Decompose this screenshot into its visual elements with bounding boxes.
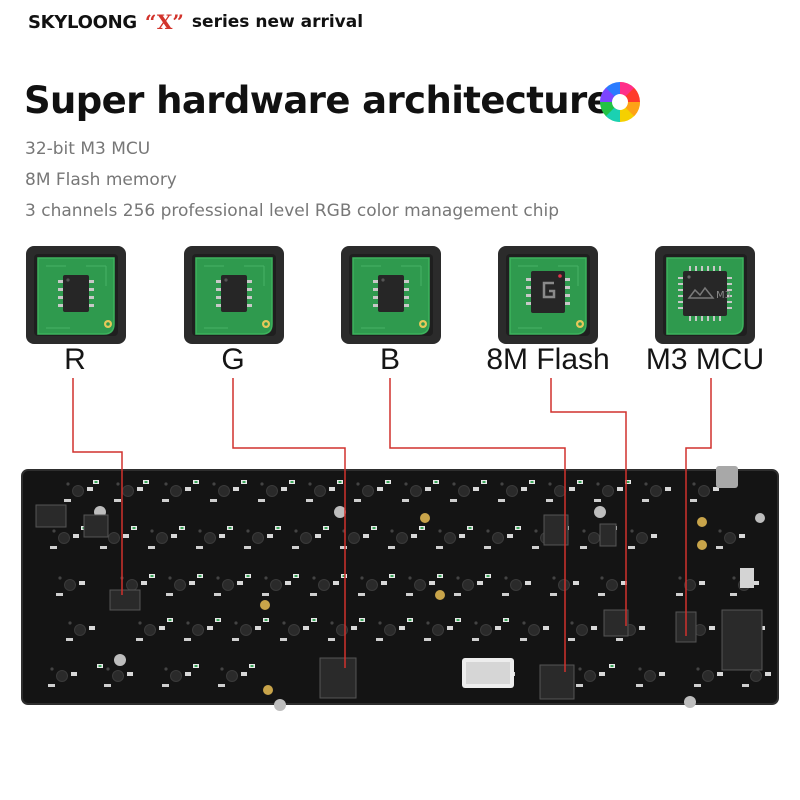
keyboard-pcb-image xyxy=(21,466,779,711)
brand-header: SKYLOONG “X” series new arrival xyxy=(28,10,363,34)
brand-series-mark: “X” xyxy=(144,10,184,34)
chip-label-flash: 8M Flash xyxy=(486,343,610,376)
brand-tagline: series new arrival xyxy=(191,12,364,32)
rgb-color-wheel-icon xyxy=(600,82,640,122)
pcb-connector xyxy=(716,466,738,488)
chip-label-b: B xyxy=(379,343,400,376)
mcu-mark: M3 xyxy=(716,290,731,301)
chip-label-g: G xyxy=(221,343,245,376)
spec-flash: 8M Flash memory xyxy=(25,170,177,190)
page-title: Super hardware architecture xyxy=(24,79,612,122)
brand-logo: SKYLOONG xyxy=(28,11,137,33)
b-channel-chip-icon xyxy=(341,246,441,344)
chip-label-mcu: M3 MCU xyxy=(645,343,765,376)
g-channel-chip-icon xyxy=(184,246,284,344)
flash-memory-chip-icon xyxy=(498,246,598,344)
r-channel-chip-icon xyxy=(26,246,126,344)
mcu-chip-icon: M3 xyxy=(655,246,755,344)
spec-rgb-chip: 3 channels 256 professional level RGB co… xyxy=(25,201,560,221)
chip-label-r: R xyxy=(64,343,86,376)
spec-mcu: 32-bit M3 MCU xyxy=(25,139,151,159)
